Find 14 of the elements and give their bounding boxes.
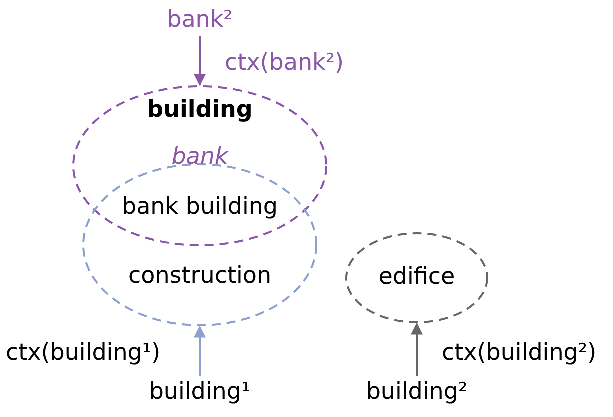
edge-label: ctx(building²) [442,342,597,365]
arrow [194,36,206,86]
overlap-label: bank building [122,196,278,219]
edge-label: ctx(bank²) [225,52,344,75]
set-label: building [147,99,253,122]
edge-label: ctx(building¹) [6,342,161,365]
set-label: edifice [378,266,456,289]
word-label: bank² [167,9,233,32]
arrow [411,322,423,376]
word-label: building² [366,381,468,404]
set-label: construction [128,265,272,288]
overlap-label: bank [172,146,228,169]
arrow [194,326,206,376]
word-label: building¹ [149,381,251,404]
